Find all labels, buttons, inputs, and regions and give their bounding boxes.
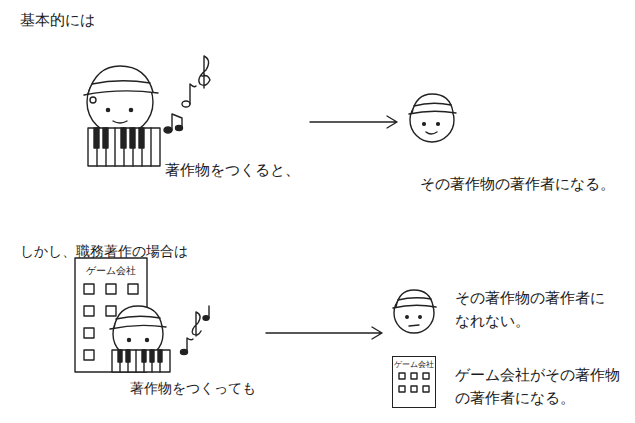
- company-building: [84, 350, 94, 360]
- person-composing: [129, 108, 132, 111]
- caption-text: 著作物をつくると、: [165, 159, 304, 182]
- company-building-windows: [399, 386, 405, 392]
- arrow-connector: [310, 116, 397, 128]
- person-composing: [92, 81, 150, 84]
- company-building-windows: [399, 373, 405, 379]
- employee-composing: [110, 325, 166, 329]
- person-not-author: [393, 290, 436, 333]
- music-notes: [199, 56, 210, 88]
- company-building: [84, 306, 94, 316]
- person-author: [412, 94, 453, 113]
- person-composing: [130, 128, 135, 148]
- music-notes: [203, 316, 209, 321]
- person-composing: [139, 128, 144, 148]
- company-building: [84, 328, 94, 338]
- person-author: [437, 123, 440, 126]
- music-notes: [164, 56, 210, 133]
- scene-result: その著作物の著作者になれない。: [390, 285, 625, 335]
- company-building: [106, 306, 116, 316]
- caption-text: その著作物の著作者になれない。: [455, 287, 610, 332]
- person-author: [423, 123, 426, 126]
- employee-composing: [128, 339, 131, 342]
- building-box: ゲーム会社: [392, 356, 436, 408]
- scene-result: その著作物の著作者になる。: [405, 85, 630, 198]
- music-notes: [208, 306, 209, 318]
- building-label: ゲーム会社: [393, 359, 434, 371]
- employee-composing: [150, 350, 154, 362]
- section-heading: しかし、職務著作の場合は: [20, 242, 188, 260]
- person-composing: [97, 128, 151, 166]
- music-notes: [190, 84, 196, 104]
- person-not-author: [393, 305, 436, 308]
- scene-employee: 著作物をつくっても: [108, 300, 260, 401]
- music-notes: [172, 114, 182, 130]
- company-building-windows: [423, 386, 429, 392]
- caption-text: 著作物をつくっても: [130, 378, 260, 399]
- arrow-line: [266, 327, 382, 339]
- employee-composing: [112, 350, 170, 372]
- employee-composing: [118, 350, 122, 362]
- music-notes: [187, 338, 193, 352]
- person-author: [414, 103, 451, 106]
- person-composing: [94, 128, 99, 148]
- person-not-author: [396, 290, 433, 307]
- company-building-windows: [423, 373, 429, 379]
- employee-composing: [114, 306, 162, 328]
- music-notes: [176, 125, 183, 130]
- employee-composing: [146, 339, 149, 342]
- employee-composing: [158, 350, 162, 362]
- person-composing: [88, 128, 160, 166]
- person-composing: [103, 128, 108, 148]
- employee-composing: [110, 306, 170, 372]
- music-notes: [164, 127, 172, 133]
- person-composing: [84, 66, 160, 166]
- person-author: [426, 132, 437, 134]
- company-building: [84, 284, 94, 294]
- person-not-author: [419, 316, 422, 319]
- person-author: [409, 94, 456, 142]
- person-author: [409, 111, 456, 114]
- employee-composing: [120, 350, 160, 372]
- caption-text: ゲーム会社がその著作物の著作者になる。: [455, 364, 625, 409]
- person-composing: [113, 121, 127, 123]
- arrow-line: [310, 116, 397, 128]
- person-composing: [121, 128, 126, 148]
- person-composing: [88, 66, 153, 94]
- building-box: ゲーム会社: [75, 258, 147, 372]
- person-composing: [90, 97, 96, 103]
- person-not-author: [406, 316, 409, 319]
- music-notes: [192, 312, 201, 336]
- company-building-windows: [399, 373, 429, 392]
- company-building: [106, 284, 116, 294]
- caption-text: その著作物の著作者になる。: [420, 173, 630, 196]
- company-building-windows: [411, 386, 417, 392]
- building-label: ゲーム会社: [75, 263, 147, 278]
- company-building: [128, 284, 138, 294]
- person-not-author: [409, 325, 419, 326]
- person-composing: [84, 91, 158, 95]
- company-building-windows: [411, 373, 417, 379]
- employee-composing: [142, 350, 146, 362]
- scene-result: ゲーム会社がその著作物の著作者になる。: [450, 360, 630, 412]
- person-not-author: [398, 298, 431, 300]
- music-notes: [181, 306, 210, 355]
- music-notes: [182, 101, 190, 107]
- scene-creator: 著作物をつくると、: [70, 55, 304, 185]
- person-composing: [106, 108, 109, 111]
- employee-composing: [126, 350, 130, 362]
- section-heading: 基本的には: [20, 11, 95, 31]
- arrow-connector: [266, 327, 382, 339]
- employee-composing: [116, 316, 160, 319]
